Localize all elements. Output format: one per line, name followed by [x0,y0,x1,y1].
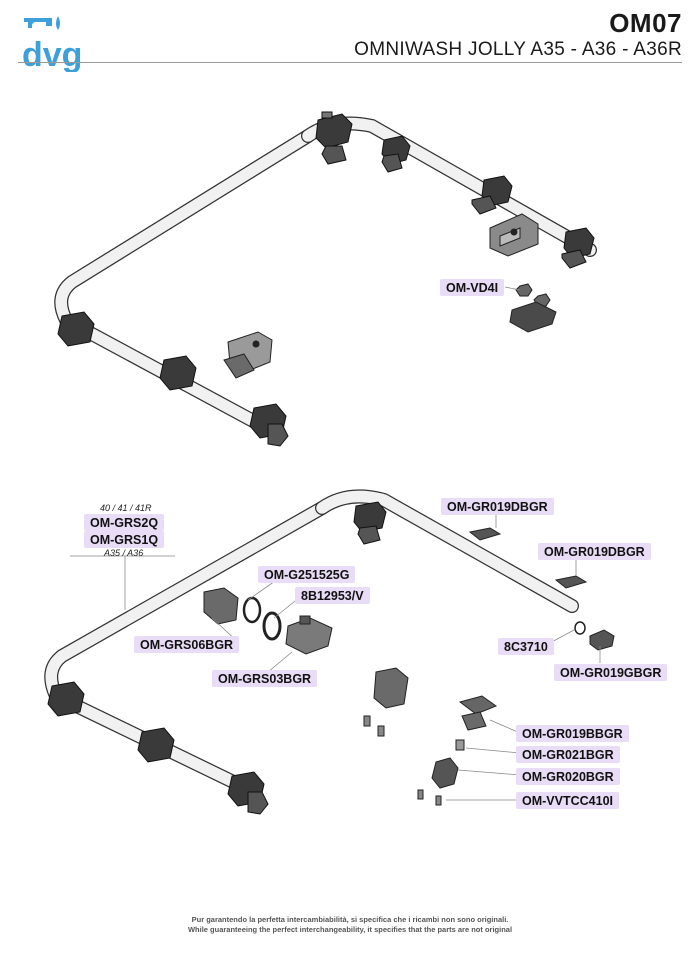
models-label-top: 40 / 41 / 41R [100,503,152,513]
models-label-bottom: A35 / A36 [104,548,144,558]
footer-disclaimer-it: Pur garantendo la perfetta intercambiabi… [191,915,509,924]
exploded-clamp-parts [203,587,333,655]
label-om-grs06bgr: OM-GRS06BGR [134,636,240,653]
label-8b12953v: 8B12953/V [295,587,370,604]
footer-disclaimer-en: While guaranteeing the perfect interchan… [187,925,513,934]
label-om-gr019bbgr: OM-GR019BBGR [516,725,629,742]
document-code: OM07 [609,8,682,38]
vd4i-parts [509,283,557,333]
top-frame-pipe [54,116,597,437]
gr019dbgr-parts [468,527,588,589]
label-om-vvtcc410i: OM-VVTCC410I [516,792,619,809]
bottom-clamps [47,501,387,815]
label-om-grs03bgr: OM-GRS03BGR [212,670,318,687]
dvg-logo: dvg [22,16,82,72]
label-om-gr020bgr: OM-GR020BGR [516,768,620,785]
label-om-gr019dbgr-2: OM-GR019DBGR [538,543,651,560]
label-om-gr019dbgr-1: OM-GR019DBGR [441,498,554,515]
header-divider [18,62,682,63]
label-8c3710: 8C3710 [498,638,554,655]
label-om-gr019gbgr: OM-GR019GBGR [554,664,668,681]
top-clamps [57,111,595,447]
nozzle-exploded-parts [363,667,498,806]
pipe-end-parts [574,621,615,651]
label-om-gr021bgr: OM-GR021BGR [516,746,620,763]
document-title: OMNIWASH JOLLY A35 - A36 - A36R [354,39,682,60]
label-om-grs1q: OM-GRS1Q [84,531,165,548]
svg-text:dvg: dvg [22,36,82,72]
label-om-g251525g: OM-G251525G [258,566,356,583]
top-bracket-right [489,213,539,257]
label-om-vd4i: OM-VD4I [440,279,505,296]
top-bracket-left [223,331,273,379]
label-om-grs2q: OM-GRS2Q [84,514,165,531]
